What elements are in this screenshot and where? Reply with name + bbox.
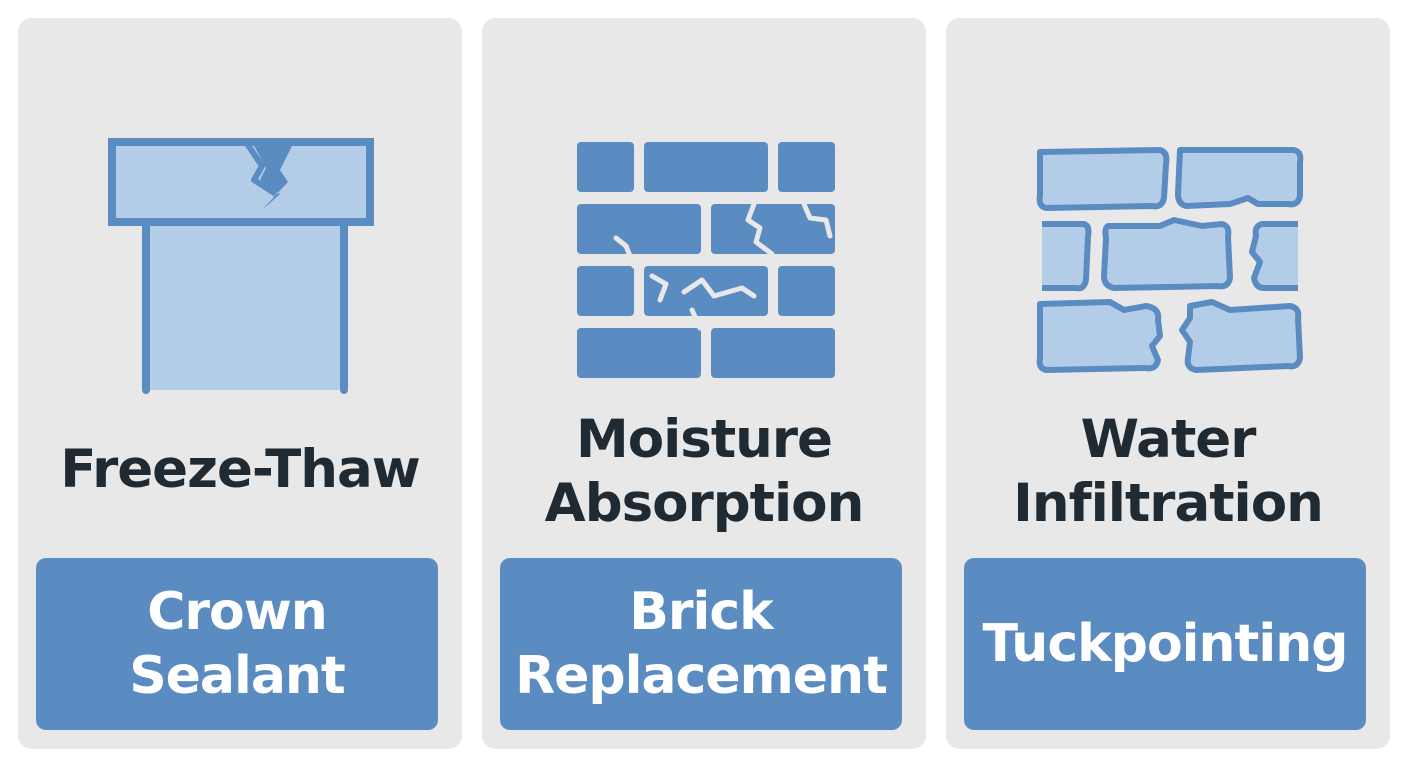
problem-line: Infiltration [1013, 473, 1324, 534]
eroded-mortar-joints-icon [1036, 147, 1304, 373]
problem-line: Absorption [544, 473, 865, 534]
solution-line: Replacement [515, 646, 888, 706]
problem-title: Water Infiltration [956, 408, 1380, 536]
solution-badge: Brick Replacement [500, 558, 902, 730]
card-moisture-absorption: Moisture Absorption Brick Replacement [482, 18, 926, 749]
solution-badge: Crown Sealant [36, 558, 438, 730]
problem-line: Water [1080, 409, 1257, 470]
solution-line: Tuckpointing [982, 614, 1349, 674]
problem-line: Freeze-Thaw [60, 439, 420, 500]
card-freeze-thaw: Freeze-Thaw Crown Sealant [18, 18, 462, 749]
solution-line: Crown [147, 582, 328, 642]
solution-line: Sealant [129, 646, 346, 706]
cracked-chimney-crown-icon [108, 138, 374, 394]
damaged-brick-wall-icon [577, 142, 835, 378]
card-water-infiltration: Water Infiltration Tuckpointing [946, 18, 1390, 749]
problem-title: Freeze-Thaw [28, 438, 452, 502]
problem-line: Moisture [575, 409, 833, 470]
problem-title: Moisture Absorption [492, 408, 916, 536]
solution-badge: Tuckpointing [964, 558, 1366, 730]
solution-line: Brick [629, 582, 774, 642]
